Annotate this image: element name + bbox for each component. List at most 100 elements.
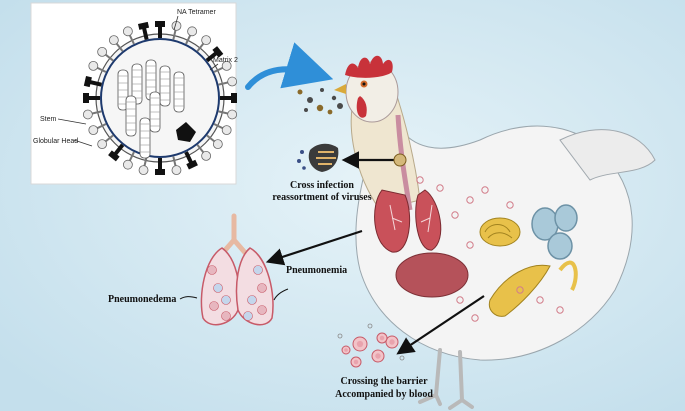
virus-dot-3 xyxy=(302,166,306,170)
human-lung-right xyxy=(235,247,274,326)
pneumonemia-label: Pneumonemia xyxy=(286,265,347,276)
ha-globular-head xyxy=(227,76,238,87)
na-tetramer-head xyxy=(186,159,198,170)
pneumonemia-arrow xyxy=(273,288,289,301)
cross-infection-group: Cross infection reassortment of viruses xyxy=(272,143,407,203)
airborne-particle xyxy=(320,88,324,92)
alveolus xyxy=(213,283,223,293)
globular-head-leader-line xyxy=(73,139,93,147)
barrier-arrow xyxy=(396,295,485,355)
alveolus xyxy=(257,305,267,315)
ha-globular-head xyxy=(122,26,133,37)
airborne-particle xyxy=(316,104,324,112)
reassortant-virus-icon xyxy=(297,143,339,172)
hen-lung-left xyxy=(374,189,411,253)
stem-label: Stem xyxy=(40,116,57,123)
hen-egg-3 xyxy=(547,232,573,260)
human-alveoli xyxy=(207,265,267,321)
ha-globular-head xyxy=(97,139,108,150)
ribonucleoprotein-segments xyxy=(117,59,196,159)
blood-cell xyxy=(436,184,444,192)
hen-tail-feathers xyxy=(559,129,656,181)
virus-dot-2 xyxy=(297,159,301,163)
ha-globular-head xyxy=(138,165,149,176)
hen-lungs xyxy=(374,189,442,253)
virus-dot-1 xyxy=(300,150,304,154)
hen-intestine-folds xyxy=(484,224,513,239)
barrier-label-line2: Accompanied by blood xyxy=(335,389,433,400)
hen-wattle xyxy=(356,96,367,118)
alveolus xyxy=(253,265,263,275)
alveolus xyxy=(209,301,219,311)
alveolus xyxy=(221,311,231,321)
airborne-particle xyxy=(304,108,308,112)
ha-globular-head xyxy=(201,150,212,161)
alveolus xyxy=(243,311,253,321)
red-blood-cell-center xyxy=(353,359,359,365)
cross-infection-label-line1: Cross infection xyxy=(290,180,354,191)
airborne-particle xyxy=(331,95,337,101)
hen-bronchi xyxy=(389,204,433,233)
blood-cell xyxy=(481,186,489,194)
stem-leader-line xyxy=(57,118,87,125)
matrix2-leader-line xyxy=(209,63,219,71)
na-tetramer-head xyxy=(155,21,165,27)
infection-site-marker xyxy=(393,153,407,167)
airborne-virus-particles xyxy=(297,88,343,115)
hen-oviduct xyxy=(558,260,578,291)
na-tetramer-head xyxy=(155,169,165,175)
ha-globular-head xyxy=(212,139,223,150)
airborne-particle xyxy=(337,103,343,109)
ha-globular-head xyxy=(108,35,119,46)
blood-cell xyxy=(466,196,474,204)
pneumonemia-pointer xyxy=(265,229,363,266)
human-lungs xyxy=(200,213,274,326)
hen-blood-cells xyxy=(416,176,564,322)
blood-cell xyxy=(416,176,424,184)
hen-pupil xyxy=(362,82,366,86)
reassortant-virus-segments xyxy=(316,151,336,165)
virus-dot xyxy=(337,333,343,339)
blood-cell xyxy=(516,286,524,294)
transmission-arrow xyxy=(245,42,334,90)
hen-liver xyxy=(395,252,469,298)
alveolus xyxy=(207,265,217,275)
airborne-particle xyxy=(307,97,313,103)
airborne-particle xyxy=(327,109,333,115)
alveolus xyxy=(247,295,257,305)
hen-eggs xyxy=(531,204,578,260)
blood-cell xyxy=(556,306,564,314)
blood-cell xyxy=(466,241,474,249)
ha-globular-head xyxy=(227,109,238,120)
pneumonedema-arrow xyxy=(179,296,198,300)
ha-globular-head xyxy=(88,125,99,136)
virus-dot xyxy=(367,323,373,329)
ha-globular-head xyxy=(97,46,108,57)
hen-egg-2 xyxy=(554,204,578,232)
matrix-protein-cluster xyxy=(176,122,196,142)
ha-globular-head xyxy=(82,109,93,120)
na-tetramer-head xyxy=(108,150,120,162)
hen-beak xyxy=(334,84,346,94)
blood-cell xyxy=(451,211,459,219)
airborne-particle xyxy=(297,89,303,95)
blood-cell xyxy=(456,296,464,304)
virion-panel: NA Tetramer Matrix 2 Stem Globular Head xyxy=(30,2,238,185)
na-tetramer-label: NA Tetramer xyxy=(177,9,216,16)
na-tetramer-head xyxy=(83,75,92,88)
na-tetramer-head xyxy=(231,93,237,103)
blood-cell xyxy=(471,314,479,322)
barrier-label-line1: Crossing the barrier xyxy=(340,376,428,387)
na-tetramer-head xyxy=(83,93,89,103)
red-blood-cell-center xyxy=(379,335,385,341)
hen-comb xyxy=(345,55,393,78)
ha-globular-head xyxy=(88,60,99,71)
ha-globular-head xyxy=(122,159,133,170)
red-blood-cell-center xyxy=(344,348,348,352)
virion-lipid-membrane xyxy=(100,38,220,158)
blood-cell xyxy=(536,296,544,304)
na-leader-line xyxy=(173,15,179,31)
pneumonedema-label: Pneumonedema xyxy=(108,294,176,305)
surface-glycoproteins xyxy=(82,20,238,176)
